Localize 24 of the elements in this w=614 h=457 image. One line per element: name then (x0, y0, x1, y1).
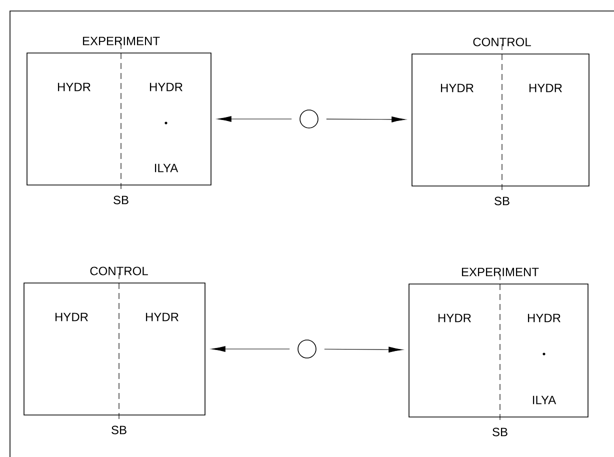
side-label: SB (114, 196, 128, 204)
compartment-label: HYDR (438, 314, 471, 322)
side-label: SB (492, 428, 508, 436)
heading: EXPERIMENT (83, 36, 160, 46)
circle (300, 110, 318, 128)
compartment-label: HYDR (150, 82, 182, 92)
compartment-label: ILYA (155, 164, 178, 172)
compartment-label: HYDR (56, 312, 88, 322)
compartment-label: HYDR (58, 82, 90, 92)
compartment-label: HYDR (440, 84, 474, 92)
compartment-label: HYDR (528, 314, 560, 322)
heading: CONTROL (90, 266, 148, 276)
arrow (218, 116, 292, 122)
compartment-label: ILYA (533, 396, 556, 404)
circle (298, 340, 316, 358)
arrow (212, 346, 290, 352)
compartment-label: HYDR (146, 312, 178, 322)
arrow (324, 346, 402, 353)
arrow (326, 116, 406, 122)
side-label: SB (112, 426, 126, 434)
side-label: SB (494, 196, 510, 206)
heading: EXPERIMENT (462, 268, 539, 276)
compartment-label: HYDR (529, 84, 562, 92)
heading: CONTROL (473, 38, 531, 46)
